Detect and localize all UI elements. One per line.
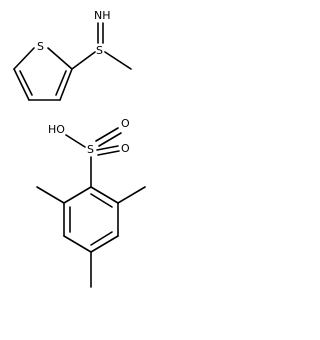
bond-ring-bottom-lowerright — [90, 235, 119, 253]
atom-oxygen-lower: O — [121, 142, 130, 155]
bond-c2-c3 — [13, 68, 30, 101]
bond-c2-c3-inner — [19, 70, 33, 96]
atom-side-sulfur: S — [96, 44, 103, 57]
bond-ring-top-upperleft — [63, 186, 92, 204]
bond-c4-c5 — [59, 68, 73, 101]
bond-s-o-upper-2 — [98, 132, 122, 147]
bond-ring-upperright-top-inner — [90, 193, 113, 208]
bond-ring-bottom-lowerright-inner — [90, 231, 113, 246]
bond-methyl-left — [36, 186, 65, 204]
bond-c5-side-s — [71, 51, 96, 70]
atom-sulfonyl-sulfur: S — [87, 143, 94, 156]
atom-hydroxyl: HO — [48, 123, 65, 136]
bond-s-oh — [65, 134, 86, 148]
bond-methyl-right — [117, 186, 146, 204]
bond-side-s-methyl — [104, 51, 132, 70]
bond-s-o-upper-1 — [95, 127, 119, 142]
chemical-structure-canvas: S S NH S HO O O — [13, 9, 146, 288]
molecule-thiophene-sulfilimine: S S NH — [13, 9, 132, 101]
molecule-mesitylenesulfonic-acid: S HO O O — [36, 117, 146, 288]
bond-ring-s-c2 — [13, 47, 35, 70]
bond-ring-upperright-top — [90, 186, 119, 204]
bond-s-o-lower-2 — [97, 150, 120, 156]
atom-imine-nh: NH — [94, 9, 111, 22]
bond-ring-lowerleft-bottom — [63, 235, 92, 253]
atom-ring-sulfur: S — [37, 40, 44, 53]
atom-oxygen-upper: O — [121, 117, 130, 130]
bond-c4-c5-inner — [55, 70, 67, 96]
bond-s-o-lower-1 — [96, 145, 119, 151]
bond-c5-ring-s — [47, 47, 73, 70]
